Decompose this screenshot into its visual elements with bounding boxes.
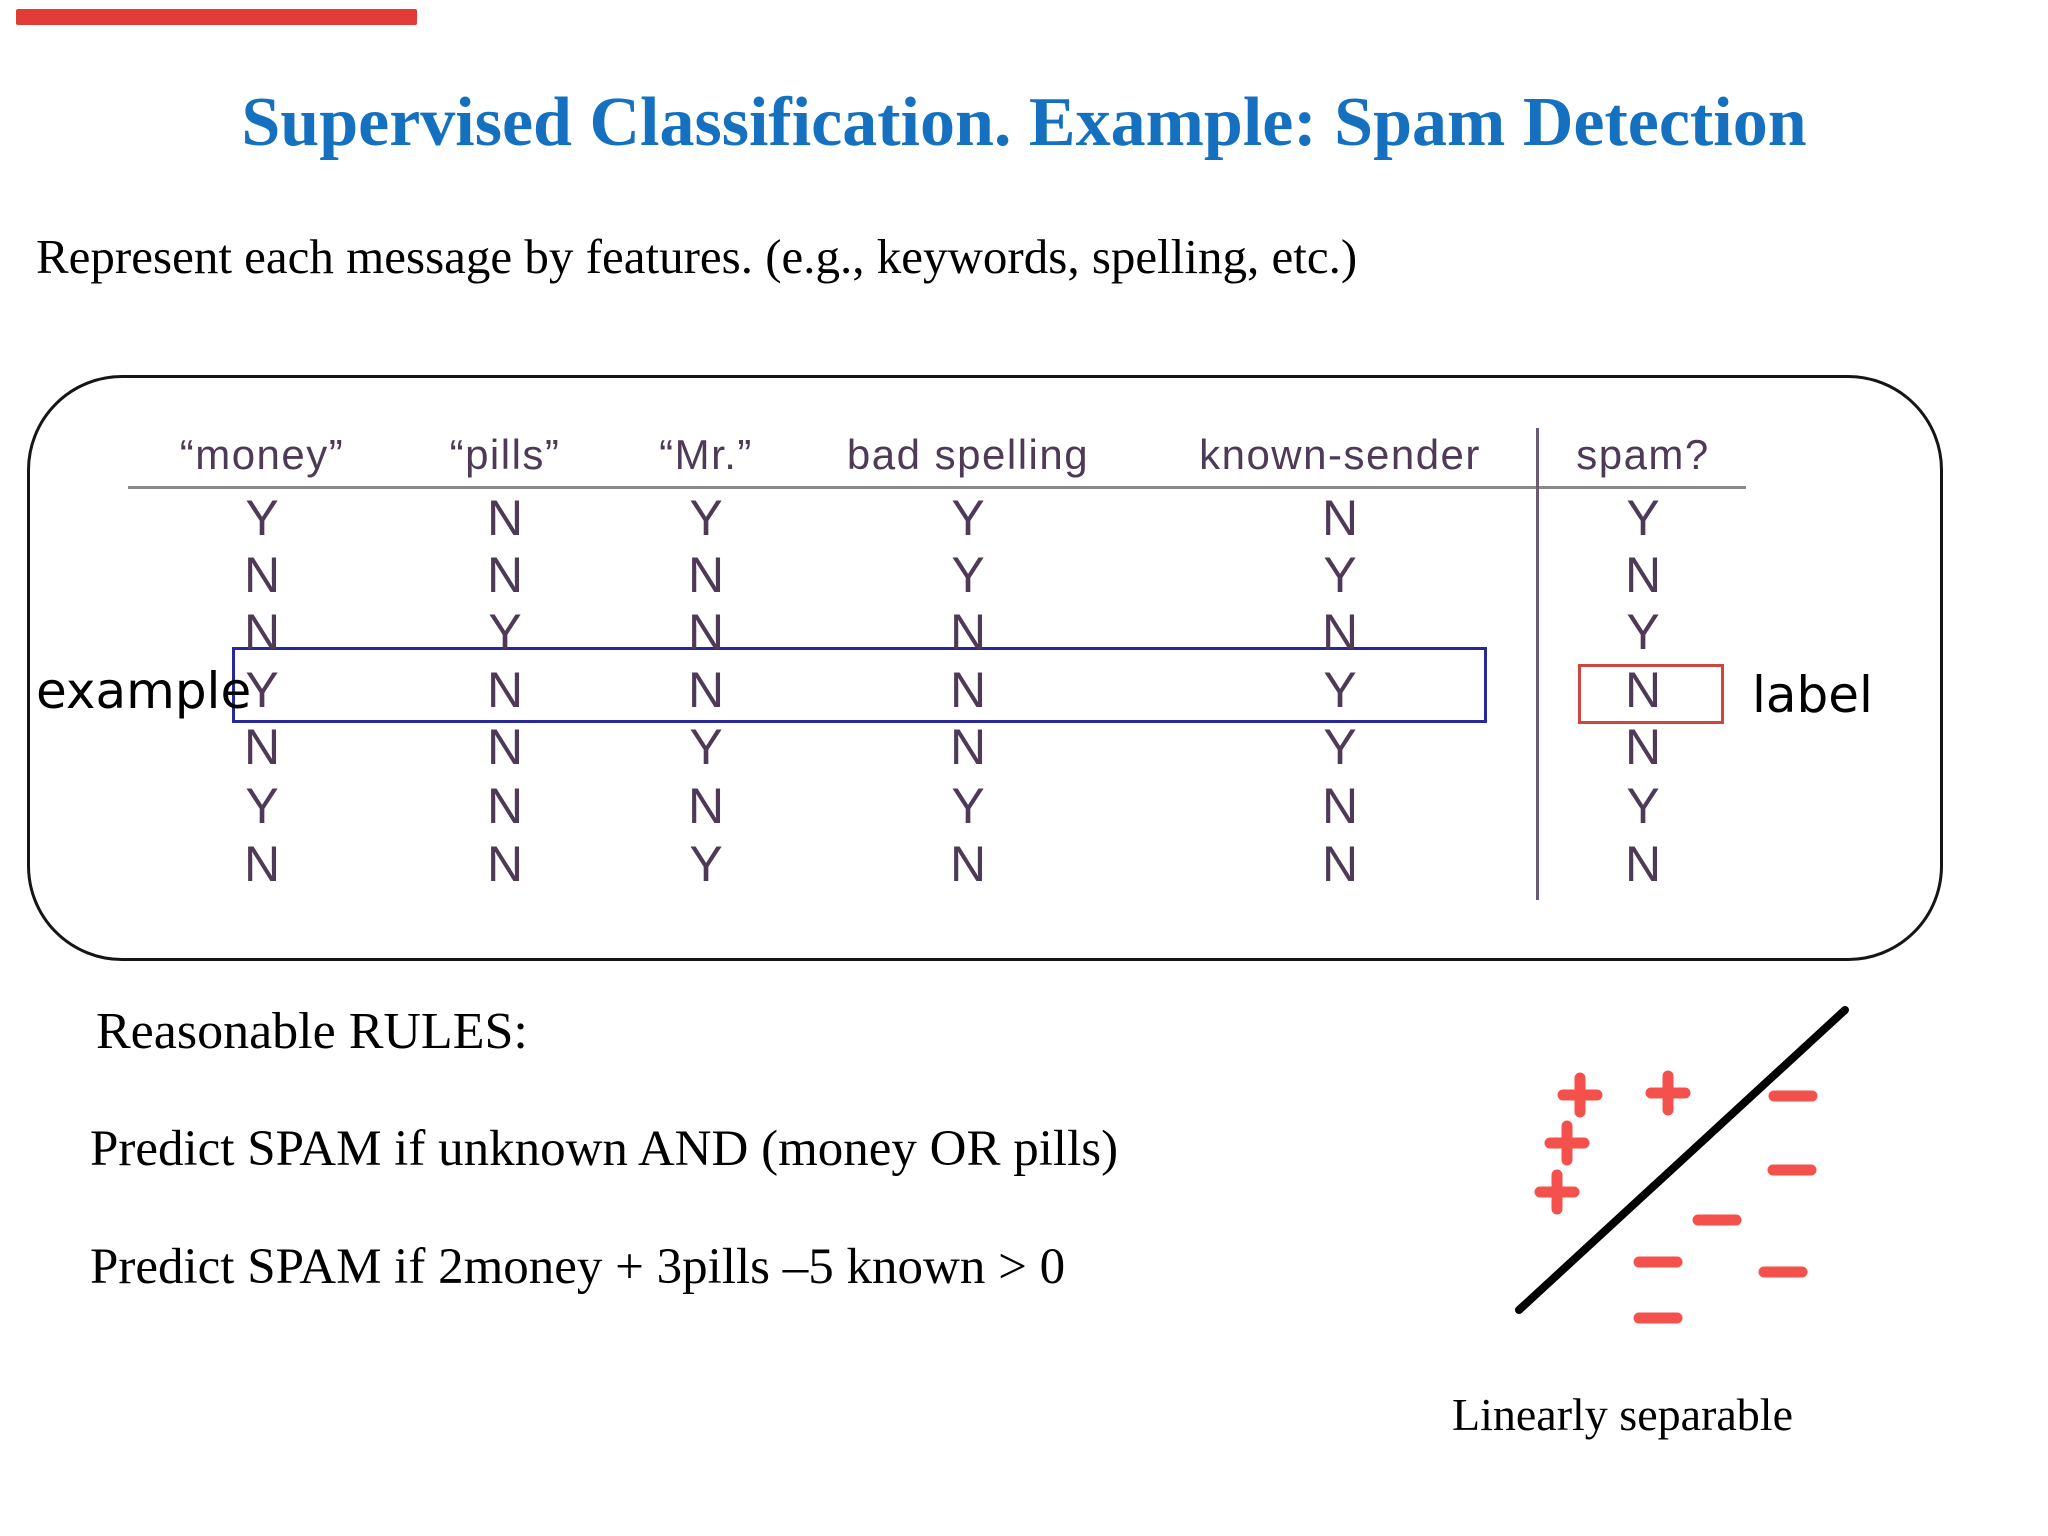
table-cell-r4-c5: Y (1323, 662, 1357, 718)
rules-heading: Reasonable RULES: (96, 1003, 528, 1060)
table-cell-r1-c3: Y (689, 490, 723, 546)
table-cell-r4-c4: N (949, 662, 987, 718)
table-cell-r2-c2: N (486, 547, 524, 603)
table-cell-r7-c3: Y (689, 836, 723, 892)
plus-mark-2 (1645, 1070, 1691, 1116)
plus-mark-1 (1557, 1072, 1603, 1118)
separator-line (1515, 1006, 1849, 1314)
table-cell-r5-c1: N (243, 719, 281, 775)
table-cell-r3-c3: N (687, 604, 725, 660)
column-header-4: bad spelling (846, 431, 1090, 478)
example-annotation: example (36, 662, 252, 720)
slide-subtitle: Represent each message by features. (e.g… (36, 229, 1358, 284)
table-cell-r2-c6: N (1624, 547, 1662, 603)
dataset-panel (27, 375, 1943, 961)
table-cell-r3-c6: Y (1626, 604, 1660, 660)
linearly-separable-plot (1515, 1006, 1849, 1324)
table-cell-r6-c5: N (1321, 778, 1359, 834)
column-header-5: known-sender (1199, 431, 1481, 478)
plot-caption: Linearly separable (1452, 1389, 1793, 1440)
table-cell-r6-c4: Y (951, 778, 985, 834)
table-cell-r3-c5: N (1321, 604, 1359, 660)
table-cell-r4-c1: Y (245, 662, 279, 718)
table-cell-r3-c1: N (243, 604, 281, 660)
column-header-3: “Mr.” (659, 431, 753, 478)
table-cell-r2-c1: N (243, 547, 281, 603)
table-cell-r1-c5: N (1321, 490, 1359, 546)
table-cell-r2-c3: N (687, 547, 725, 603)
table-cell-r3-c2: Y (488, 604, 522, 660)
table-cell-r6-c2: N (486, 778, 524, 834)
table-cell-r2-c5: Y (1323, 547, 1357, 603)
table-cell-r6-c3: N (687, 778, 725, 834)
table-cell-r3-c4: N (949, 604, 987, 660)
table-cell-r1-c6: Y (1626, 490, 1660, 546)
table-cell-r1-c2: N (486, 490, 524, 546)
red-progress-bar (16, 9, 417, 25)
table-cell-r4-c2: N (486, 662, 524, 718)
label-annotation: label (1752, 666, 1873, 724)
rule-predict-linear: Predict SPAM if 2money + 3pills –5 known… (90, 1239, 1066, 1295)
table-cell-r4-c3: N (687, 662, 725, 718)
spam-column-divider (1536, 428, 1539, 900)
table-cell-r7-c1: N (243, 836, 281, 892)
plus-mark-3 (1544, 1120, 1590, 1166)
table-cell-r6-c1: Y (245, 778, 279, 834)
table-cell-r7-c5: N (1321, 836, 1359, 892)
table-cell-r5-c3: Y (689, 719, 723, 775)
table-header-underline (128, 486, 1746, 489)
label-cell-highlight-box (1578, 664, 1724, 724)
table-cell-r7-c4: N (949, 836, 987, 892)
slide-title: Supervised Classification. Example: Spam… (241, 84, 1807, 161)
table-cell-r5-c6: N (1624, 719, 1662, 775)
table-cell-r5-c4: N (949, 719, 987, 775)
rule-predict-and-or: Predict SPAM if unknown AND (money OR pi… (90, 1121, 1119, 1177)
table-cell-r5-c2: N (486, 719, 524, 775)
table-cell-r1-c4: Y (951, 490, 985, 546)
column-header-6: spam? (1576, 431, 1710, 478)
table-cell-r7-c2: N (486, 836, 524, 892)
column-header-1: “money” (179, 431, 345, 478)
plus-mark-4 (1534, 1169, 1580, 1215)
table-cell-r6-c6: Y (1626, 778, 1660, 834)
table-cell-r1-c1: Y (245, 490, 279, 546)
table-cell-r5-c5: Y (1323, 719, 1357, 775)
table-cell-r2-c4: Y (951, 547, 985, 603)
table-cell-r4-c6: N (1624, 662, 1662, 718)
column-header-2: “pills” (449, 431, 561, 478)
example-row-highlight-box (232, 647, 1487, 723)
table-cell-r7-c6: N (1624, 836, 1662, 892)
